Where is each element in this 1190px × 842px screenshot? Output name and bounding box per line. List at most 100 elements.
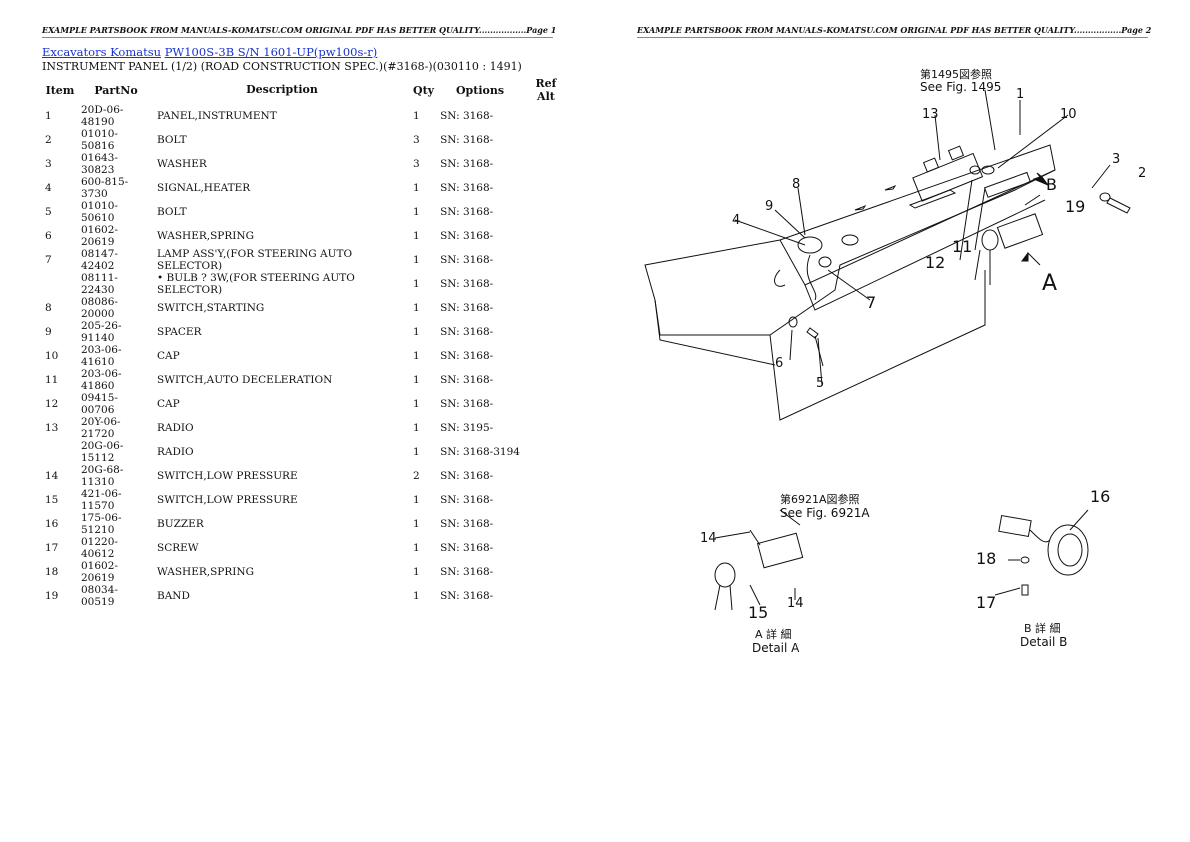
row-options: SN: 3168- [440,566,494,578]
bolt-2-shape [1106,197,1131,214]
row-description: • BULB ? 3W,(FOR STEERING AUTO SELECTOR) [157,272,355,296]
washer-6-shape [788,316,798,328]
row-qty: 1 [413,374,420,386]
callout-14-b[interactable]: 14 [787,596,804,611]
panel-top-face [779,169,1056,286]
detail-a-sensor [714,562,736,588]
arrow-b-label[interactable]: B [1046,175,1057,194]
row-ref-alt [523,296,569,320]
row-partno: 08034-00519 [81,584,118,608]
row-partno: 20Y-06-21720 [81,416,121,440]
cap-10-shape [981,165,995,175]
row-partno: 203-06-41610 [81,344,122,368]
callout-13[interactable]: 13 [922,107,939,122]
row-qty: 1 [413,518,420,530]
row-description: SPACER [157,326,202,338]
ref-top-label: See Fig. 1495 [920,80,1001,94]
callout-7[interactable]: 7 [866,293,876,312]
auto-decel-switch-shape [981,229,999,251]
callout-12[interactable]: 12 [925,253,945,272]
row-qty: 3 [413,158,420,170]
row-item: 17 [45,542,59,554]
callout-1[interactable]: 1 [1016,87,1024,102]
callout-17[interactable]: 17 [976,593,996,612]
row-qty: 1 [413,230,420,242]
arrow-a-shape[interactable] [1021,251,1041,266]
row-ref-alt [523,320,569,344]
row-description: CAP [157,398,180,410]
arrow-b-shape[interactable] [1032,172,1050,187]
callout-6[interactable]: 6 [775,356,783,371]
row-item: 19 [45,590,59,602]
row-item: 15 [45,494,59,506]
breadcrumb-link-excavators[interactable]: Excavators Komatsu [42,45,162,59]
callout-16[interactable]: 16 [1090,487,1110,506]
row-partno: 175-06-51210 [81,512,122,536]
row-ref-alt [523,176,569,200]
row-description: BUZZER [157,518,204,530]
ref-a-label: See Fig. 6921A [780,506,870,520]
callout-14-a[interactable]: 14 [700,531,717,546]
row-ref-alt [523,368,569,392]
row-qty: 1 [413,110,420,122]
row-item [42,272,78,296]
callout-2[interactable]: 2 [1138,166,1146,181]
callout-9[interactable]: 9 [765,199,773,214]
panel-slot-2 [854,204,867,211]
ref-top-jp: 第1495図参照 [920,67,992,81]
callout-10[interactable]: 10 [1060,107,1077,122]
row-item: 4 [45,182,52,194]
callout-4[interactable]: 4 [732,213,740,228]
row-description: SWITCH,STARTING [157,302,265,314]
row-qty: 1 [413,446,420,458]
callout-5[interactable]: 5 [816,376,824,391]
callout-19[interactable]: 19 [1065,197,1085,216]
row-description: BAND [157,590,190,602]
buzzer-16-shape [1047,524,1089,576]
row-ref-alt [523,128,569,152]
callout-15[interactable]: 15 [748,603,768,622]
panel-side-lower [654,299,776,366]
heater-signal-shape [818,256,832,268]
band-19-shape [983,171,1031,198]
row-description: PANEL,INSTRUMENT [157,110,277,122]
panel-slot-1 [884,184,897,191]
row-qty: 1 [413,494,420,506]
row-qty: 1 [413,590,420,602]
callout-3[interactable]: 3 [1112,152,1120,167]
row-ref-alt [523,464,569,488]
row-ref-alt [523,152,569,176]
row-options: SN: 3168- [440,374,494,386]
row-qty: 1 [413,398,420,410]
arrow-a-label[interactable]: A [1042,271,1057,296]
row-partno: 600-815-3730 [81,176,129,200]
breadcrumb-link-model[interactable]: PW100S-3B S/N 1601-UP(pw100s-r) [164,45,378,59]
row-options: SN: 3168- [440,470,494,482]
row-partno: 09415-00706 [81,392,118,416]
row-partno: 08111-22430 [81,272,118,296]
panel-slot-3 [908,189,957,209]
row-item: 8 [45,302,52,314]
leader-lines [734,89,1111,386]
row-item: 16 [45,518,59,530]
breadcrumb: Excavators Komatsu PW100S-3B S/N 1601-UP… [42,45,377,59]
row-ref-alt [523,560,569,584]
detail-b-leaders [994,509,1089,596]
screw-17-shape [1021,584,1029,596]
row-item: 10 [45,350,59,362]
row-partno: 08147-42402 [81,248,118,272]
row-item: 13 [45,422,59,434]
callout-18[interactable]: 18 [976,549,996,568]
row-qty: 1 [413,206,420,218]
parts-diagram: 第1495図参照 See Fig. 1495 13 1 10 3 2 B 19 … [644,67,1146,655]
callout-11[interactable]: 11 [952,237,972,256]
panel-left-face [804,199,1046,311]
callout-8[interactable]: 8 [792,177,800,192]
panel-hole [841,234,859,246]
row-ref-alt [523,224,569,248]
row-item [42,440,78,464]
